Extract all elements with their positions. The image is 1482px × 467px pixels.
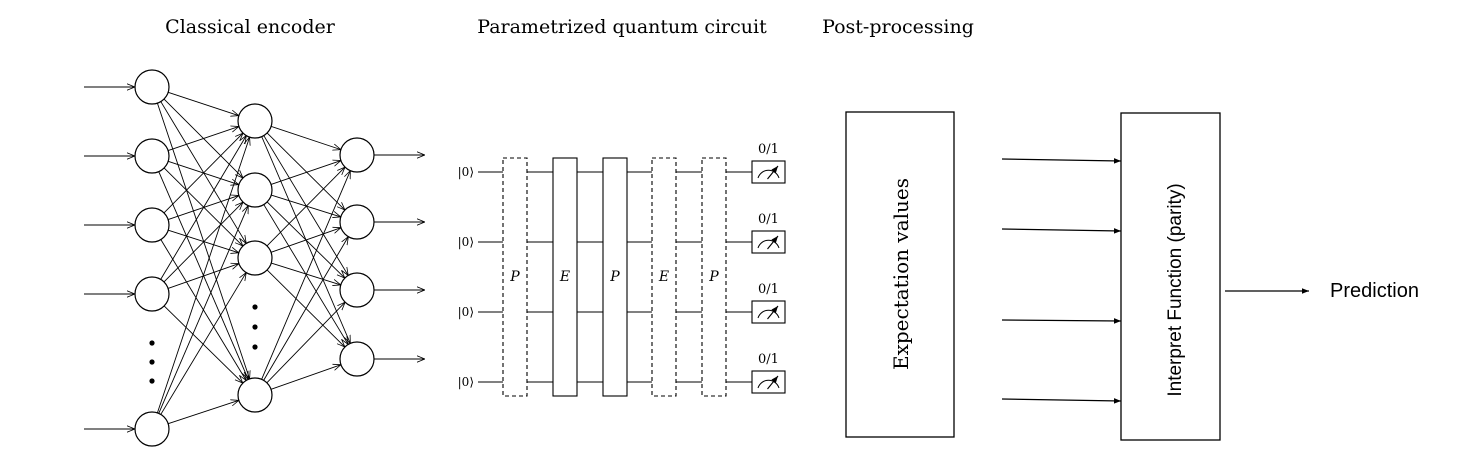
encoder-section-title: Classical encoder: [165, 16, 336, 38]
meter-needle-icon: [767, 305, 779, 320]
nn-neuron: [134, 207, 170, 243]
meter-needle-icon: [767, 165, 779, 180]
interpret-input-arrow-2: [1001, 228, 1122, 234]
nn-edge: [160, 273, 246, 415]
circuit-gate-box: [701, 157, 727, 397]
nn-edge: [163, 305, 243, 383]
nn-edge: [167, 126, 239, 151]
nn-neuron: [339, 272, 375, 308]
nn-ellipsis-dots: [149, 304, 258, 384]
nn-edge: [163, 133, 243, 214]
circuit-gate-label: P: [509, 269, 520, 285]
nn-edge: [163, 202, 243, 283]
meter-arc-icon: [757, 239, 780, 249]
nn-edge: [158, 206, 249, 414]
nn-neurons: [134, 69, 375, 447]
measurement-label: 0/1: [758, 212, 779, 227]
measurement-box: [751, 300, 786, 324]
circuit-gate-box: [502, 157, 528, 397]
nn-neuron: [339, 204, 375, 240]
ellipsis-dot: [149, 359, 155, 365]
meter-arc-icon: [757, 309, 780, 319]
ellipsis-dot: [149, 378, 155, 384]
measurement-box: [751, 370, 786, 394]
nn-edge: [266, 167, 345, 247]
ellipsis-dot: [252, 324, 258, 330]
nn-edge: [261, 171, 351, 380]
nn-edge: [263, 237, 349, 381]
measurement-label: 0/1: [758, 282, 779, 297]
nn-edge: [156, 102, 249, 379]
meter-needle-icon: [767, 375, 779, 390]
nn-neuron: [237, 103, 273, 139]
circuit-gate-box: [651, 157, 677, 397]
nn-neuron: [237, 172, 273, 208]
post-processing-section-title: Post-processing: [822, 16, 974, 38]
nn-edge: [270, 228, 341, 253]
nn-neuron: [134, 138, 170, 174]
interpret-input-arrows: [1001, 158, 1122, 404]
meter-arc-icon: [757, 379, 780, 389]
nn-connections: [156, 91, 351, 425]
nn-edge: [270, 125, 341, 149]
ellipsis-dot: [149, 340, 155, 346]
nn-neuron: [134, 411, 170, 447]
circuit-gate-label: E: [658, 269, 669, 285]
quantum-circuit: |0⟩ |0⟩ |0⟩ |0⟩ P E P E P 0/1 0/1 0/1 0/1: [458, 142, 786, 397]
nn-edge: [270, 365, 341, 390]
nn-edge: [266, 302, 345, 384]
measurement-label: 0/1: [758, 352, 779, 367]
nn-input-arrows: [84, 87, 135, 429]
interpret-input-arrow-3: [1001, 318, 1122, 324]
meter-needle-icon: [767, 235, 779, 250]
ket-zero-label: |0⟩: [458, 375, 474, 389]
measurement-box: [751, 160, 786, 184]
circuit-gate-box: [602, 157, 628, 397]
nn-neuron: [237, 377, 273, 413]
nn-edge: [263, 135, 348, 276]
nn-neuron: [339, 137, 375, 173]
expectation-values-label: Expectation values: [889, 178, 913, 370]
nn-neuron: [339, 341, 375, 377]
circuit-gate-label: P: [609, 269, 620, 285]
nn-edge: [270, 161, 341, 185]
nn-neuron: [237, 240, 273, 276]
circuit-gate-box: [552, 157, 578, 397]
nn-edge: [266, 132, 345, 210]
ket-zero-label: |0⟩: [458, 305, 474, 319]
interpret-input-arrow-4: [1001, 398, 1122, 404]
nn-edge: [168, 91, 239, 115]
ket-zero-label: |0⟩: [458, 165, 474, 179]
measurement-label: 0/1: [758, 142, 779, 157]
nn-edge: [160, 136, 247, 280]
nn-neuron: [134, 276, 170, 312]
ket-zero-label: |0⟩: [458, 235, 474, 249]
circuit-gate-label: P: [708, 269, 719, 285]
measurement-box: [751, 230, 786, 254]
nn-edge: [168, 400, 239, 425]
nn-output-arrows: [374, 155, 425, 359]
interpret-function-label: Interpret Function (parity): [1165, 183, 1186, 396]
ellipsis-dot: [252, 304, 258, 310]
interpret-function-box: [1120, 112, 1221, 441]
circuit-gate-label: E: [559, 269, 570, 285]
interpret-input-arrow-1: [1001, 158, 1122, 164]
prediction-label: Prediction: [1330, 280, 1419, 302]
meter-arc-icon: [757, 169, 780, 179]
expectation-values-box: [845, 111, 955, 438]
nn-edge: [156, 137, 249, 414]
circuit-section-title: Parametrized quantum circuit: [477, 16, 767, 38]
ellipsis-dot: [252, 344, 258, 350]
nn-neuron: [134, 69, 170, 105]
